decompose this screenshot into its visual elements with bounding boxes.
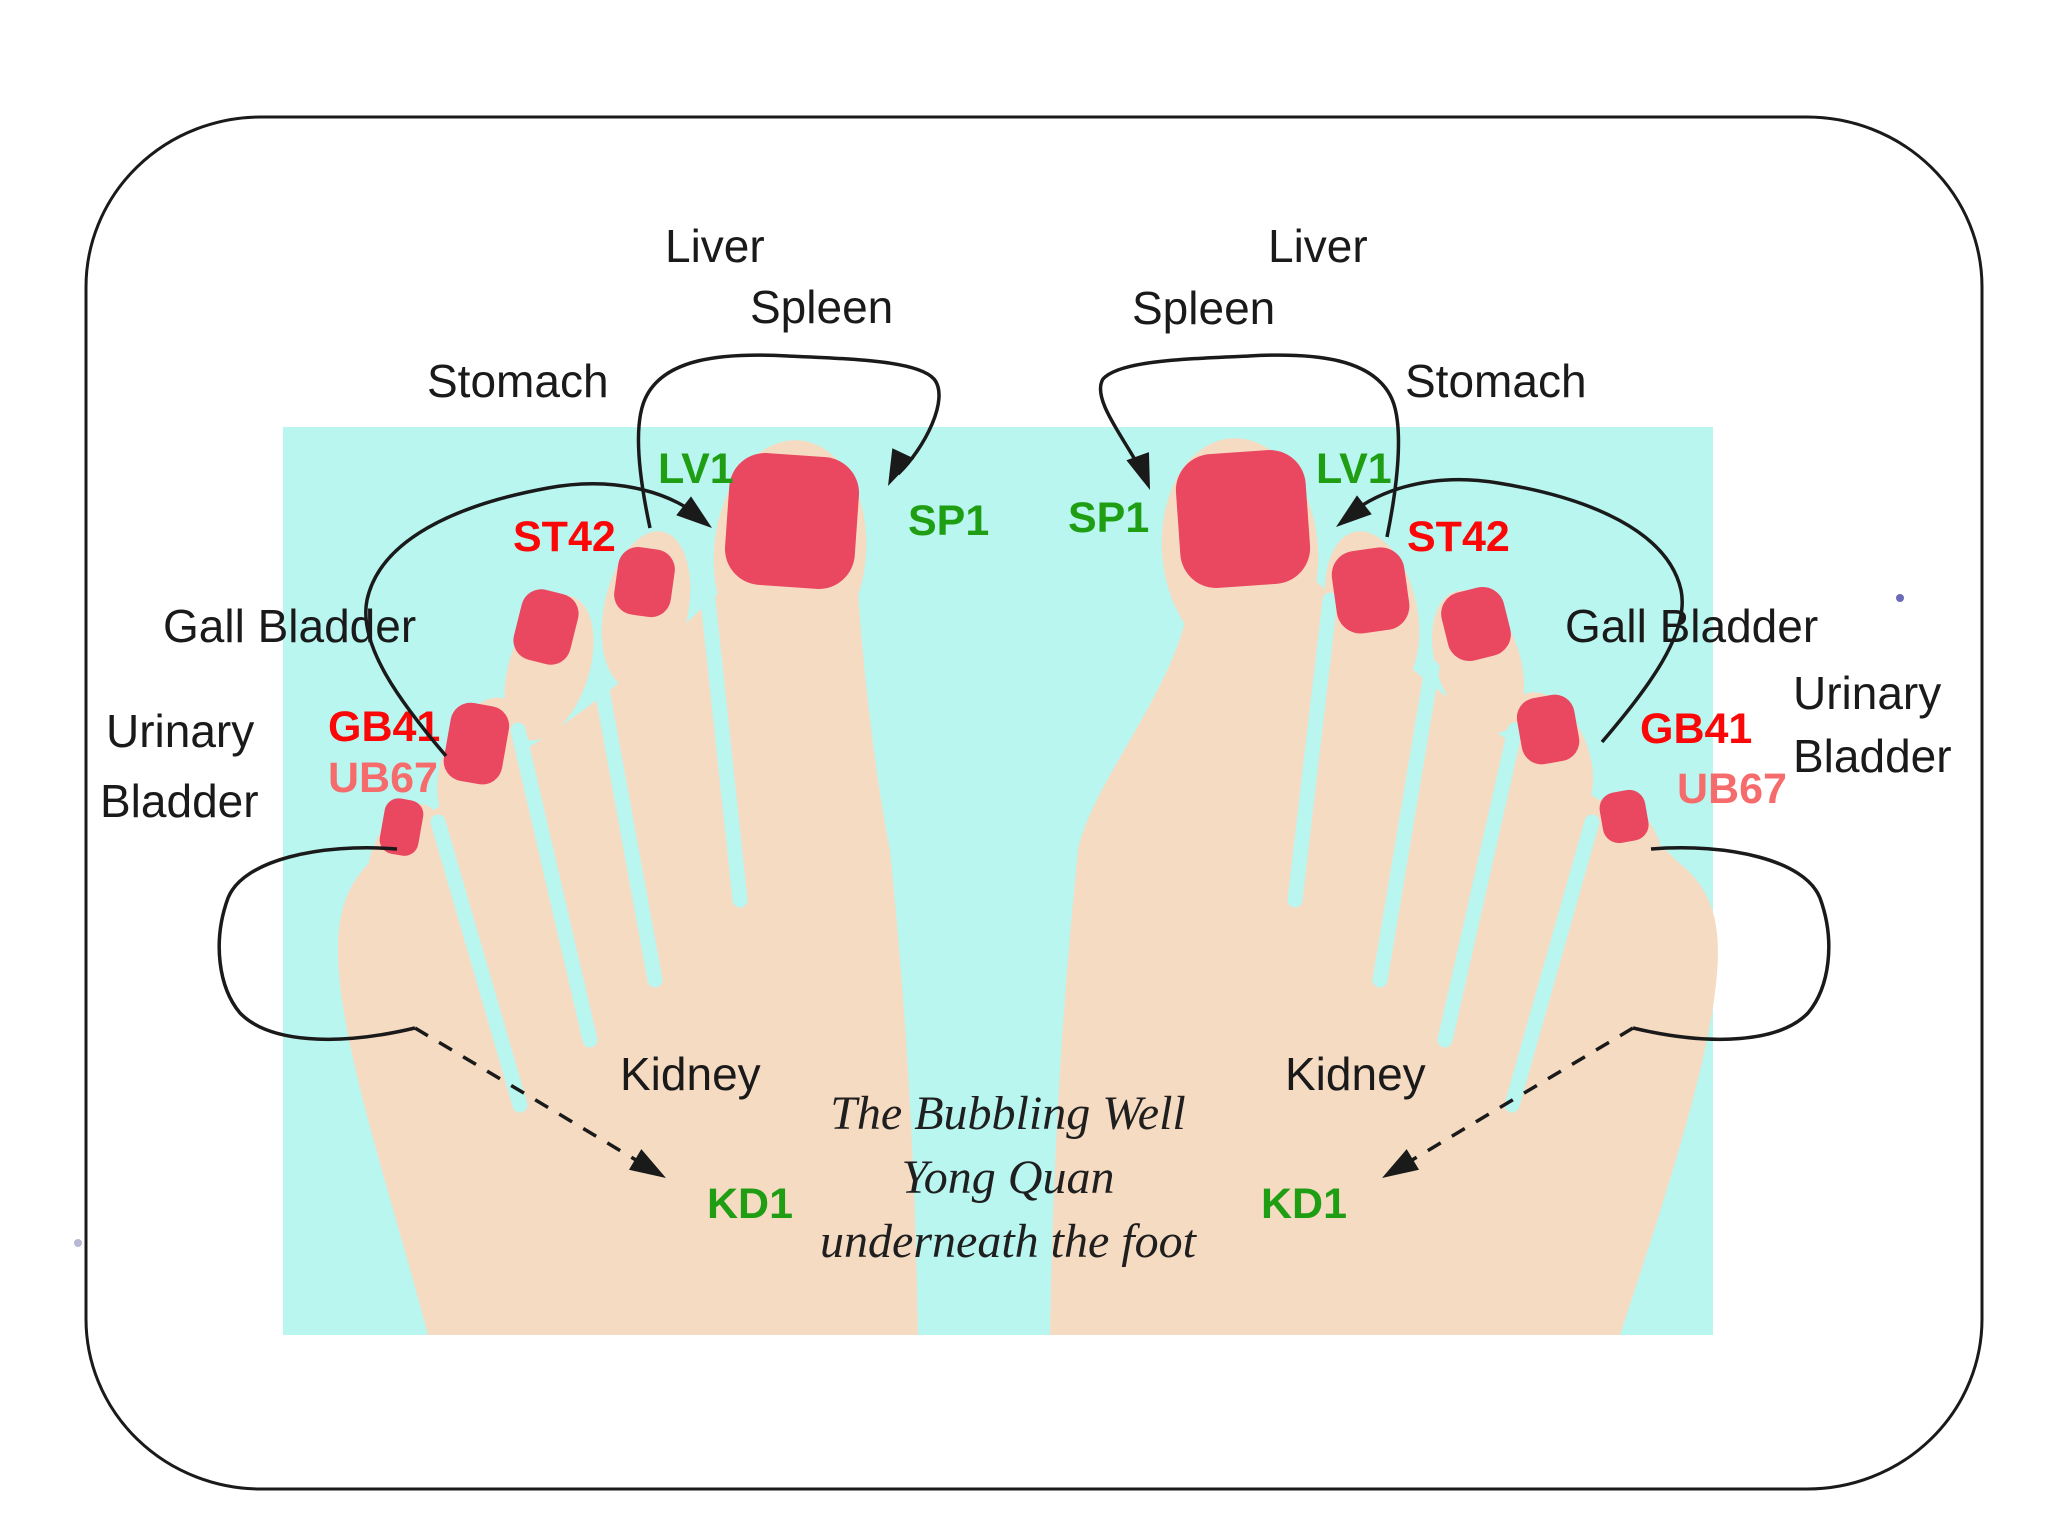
left-toe-gap-4 bbox=[430, 814, 528, 1113]
point-st42-right: ST42 bbox=[1407, 513, 1510, 561]
right-fourth-toe bbox=[1506, 692, 1594, 818]
speck-dot-left bbox=[74, 1239, 82, 1247]
point-ub67-right: UB67 bbox=[1677, 765, 1787, 813]
label-stomach-right: Stomach bbox=[1405, 355, 1587, 407]
point-sp1-left: SP1 bbox=[908, 497, 990, 545]
arrowhead-sp1-left-icon bbox=[888, 448, 915, 486]
right-third-toe bbox=[1431, 590, 1525, 734]
left-fourth-toe-nail bbox=[443, 702, 510, 785]
right-second-toe-nail bbox=[1331, 547, 1410, 634]
right-third-toe-nail bbox=[1441, 586, 1511, 662]
right-pinky-toe-nail bbox=[1599, 789, 1649, 844]
point-kd1-left: KD1 bbox=[707, 1180, 794, 1228]
arrowhead-sp1-right-icon bbox=[1126, 452, 1150, 490]
point-lv1-left: LV1 bbox=[658, 445, 734, 493]
arrow-liver-spleen-left bbox=[636, 353, 941, 529]
label-liver-left: Liver bbox=[665, 220, 765, 272]
label-urinary-right: Urinary bbox=[1793, 667, 1942, 719]
label-kidney-left: Kidney bbox=[620, 1048, 761, 1100]
caption-line-1: The Bubbling Well bbox=[830, 1087, 1186, 1140]
left-toe-gap-2 bbox=[590, 660, 663, 988]
label-gall-bladder-left: Gall Bladder bbox=[163, 600, 417, 652]
left-third-toe-nail bbox=[513, 589, 579, 665]
caption-line-3: underneath the foot bbox=[820, 1214, 1196, 1268]
left-pinky-toe bbox=[367, 803, 441, 901]
left-second-toe-nail bbox=[614, 547, 675, 618]
point-gb41-left: GB41 bbox=[328, 703, 441, 751]
right-pinky-toe bbox=[1590, 796, 1664, 894]
left-toe-gap-3 bbox=[510, 722, 598, 1048]
right-toe-gap-2 bbox=[1372, 660, 1440, 988]
point-sp1-right: SP1 bbox=[1068, 494, 1150, 542]
right-toe-gap-1 bbox=[1287, 592, 1338, 908]
right-big-toe bbox=[1161, 438, 1319, 662]
center-caption: The Bubbling Well Yong Quan underneath t… bbox=[790, 1082, 1226, 1273]
arrowhead-lv1-left-icon bbox=[676, 496, 712, 528]
speck-dot-right bbox=[1896, 594, 1904, 602]
caption-line-2: Yong Quan bbox=[901, 1150, 1115, 1204]
label-liver-right: Liver bbox=[1268, 220, 1368, 272]
label-spleen-left: Spleen bbox=[750, 281, 894, 333]
point-lv1-right: LV1 bbox=[1316, 445, 1392, 493]
left-third-toe bbox=[504, 595, 594, 741]
label-stomach-left: Stomach bbox=[427, 355, 609, 407]
right-toe-gap-3 bbox=[1437, 722, 1523, 1048]
right-toe-gap-4 bbox=[1504, 814, 1600, 1113]
point-gb41-right: GB41 bbox=[1640, 705, 1753, 753]
arrowhead-kd1-right-icon bbox=[1382, 1149, 1420, 1178]
label-kidney-right: Kidney bbox=[1285, 1048, 1426, 1100]
curve-urinary-bladder-left bbox=[217, 846, 416, 1041]
curve-urinary-bladder-right bbox=[1632, 846, 1831, 1041]
label-spleen-right: Spleen bbox=[1132, 282, 1276, 334]
label-urinary-left: Urinary bbox=[106, 705, 255, 757]
label-bladder-right: Bladder bbox=[1793, 730, 1952, 782]
point-kd1-right: KD1 bbox=[1261, 1180, 1348, 1228]
dashed-arrow-kd1-right bbox=[1391, 1026, 1634, 1174]
left-pinky-toe-nail bbox=[379, 798, 424, 856]
left-toe-gap-1 bbox=[700, 592, 748, 908]
right-big-toe-nail bbox=[1175, 450, 1311, 588]
point-ub67-left: UB67 bbox=[328, 754, 438, 802]
point-st42-left: ST42 bbox=[513, 513, 616, 561]
label-bladder-left: Bladder bbox=[100, 775, 259, 827]
right-fourth-toe-nail bbox=[1516, 694, 1580, 765]
label-gall-bladder-right: Gall Bladder bbox=[1565, 600, 1819, 652]
arrowhead-kd1-left-icon bbox=[628, 1149, 666, 1178]
left-big-toe-nail bbox=[724, 453, 860, 589]
arrowhead-lv1-right-icon bbox=[1336, 495, 1372, 527]
